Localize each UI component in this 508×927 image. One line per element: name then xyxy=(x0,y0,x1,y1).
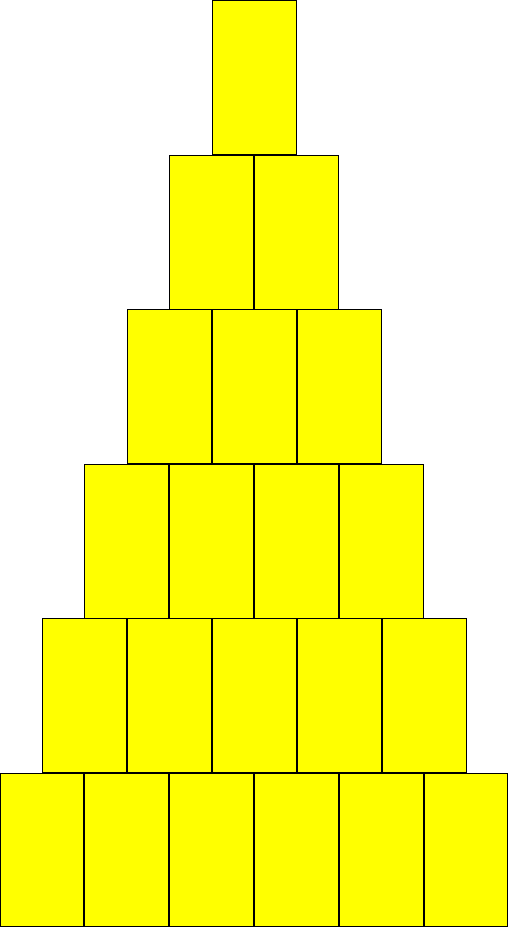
pyramid-block xyxy=(339,773,424,927)
pyramid-block xyxy=(127,309,212,464)
pyramid-block xyxy=(42,618,127,773)
pyramid-block xyxy=(169,773,254,927)
pyramid-block xyxy=(0,773,84,927)
pyramid-block xyxy=(339,464,424,619)
pyramid-block xyxy=(297,618,382,773)
pyramid-block xyxy=(84,773,169,927)
pyramid-block xyxy=(424,773,508,927)
pyramid-block xyxy=(169,464,254,619)
pyramid-block xyxy=(127,618,212,773)
pyramid-block xyxy=(254,155,339,310)
pyramid-block xyxy=(212,309,297,464)
pyramid-block xyxy=(84,464,169,619)
pyramid-block xyxy=(254,464,339,619)
pyramid-block xyxy=(297,309,382,464)
pyramid-block xyxy=(212,0,297,155)
pyramid-block xyxy=(212,618,297,773)
pyramid-block xyxy=(382,618,467,773)
pyramid-block xyxy=(254,773,339,927)
pyramid-block xyxy=(169,155,254,310)
